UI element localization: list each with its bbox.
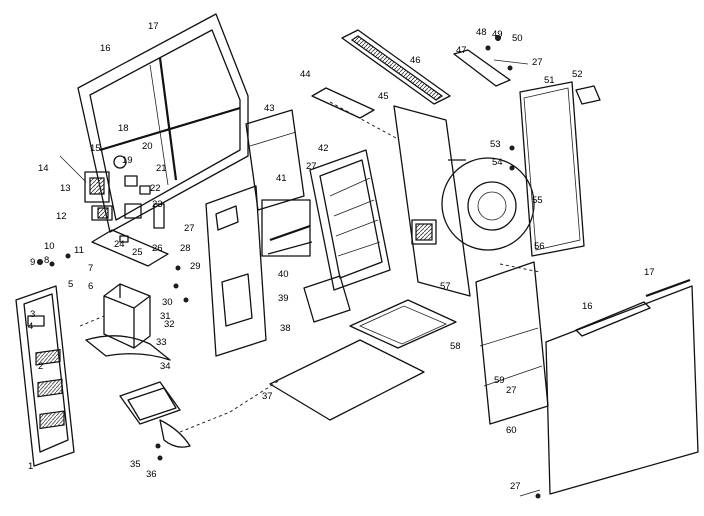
callout-15: 15 — [90, 143, 101, 154]
callout-9: 9 — [30, 257, 36, 268]
callout-39: 39 — [278, 293, 289, 304]
callout-6: 6 — [88, 281, 94, 292]
door-panel-58 — [475, 261, 549, 425]
top-cover-46 — [341, 29, 451, 105]
mounting-plate — [91, 229, 169, 267]
curved-shield — [85, 335, 171, 361]
callout-52: 52 — [572, 69, 583, 80]
front-door-60 — [545, 278, 699, 495]
callout-27-mid: 27 — [306, 161, 317, 172]
callout-30: 30 — [162, 297, 173, 308]
callout-33: 33 — [156, 337, 167, 348]
heat-shield-43 — [245, 109, 305, 211]
callout-45: 45 — [378, 91, 389, 102]
junction-box — [103, 283, 151, 349]
callout-20: 20 — [142, 141, 153, 152]
callout-43: 43 — [264, 103, 275, 114]
callout-40: 40 — [278, 269, 289, 280]
callout-5: 5 — [68, 279, 74, 290]
callout-24: 24 — [114, 239, 125, 250]
inner-panel-38 — [205, 185, 267, 357]
callout-19: 19 — [122, 155, 133, 166]
callout-48: 48 — [476, 27, 487, 38]
callout-41: 41 — [276, 173, 287, 184]
callout-28: 28 — [180, 243, 191, 254]
callout-58: 58 — [450, 341, 461, 352]
latch-52 — [575, 85, 601, 105]
callout-34: 34 — [160, 361, 171, 372]
callout-10: 10 — [44, 241, 55, 252]
blower-panel-45 — [393, 105, 471, 297]
panel-51 — [519, 81, 585, 257]
callout-2: 2 — [38, 361, 44, 372]
callout-1: 1 — [28, 461, 34, 472]
channel-44 — [311, 87, 375, 119]
callout-16: 16 — [100, 43, 111, 54]
callout-29: 29 — [190, 261, 201, 272]
callout-50: 50 — [512, 33, 523, 44]
bottom-tray — [269, 299, 457, 421]
callout-25: 25 — [132, 247, 143, 258]
callout-56: 56 — [534, 241, 545, 252]
callout-27-door: 27 — [506, 385, 517, 396]
callout-11: 11 — [74, 245, 84, 256]
callout-59: 59 — [494, 375, 505, 386]
callout-57: 57 — [440, 281, 451, 292]
callout-27-bottom: 27 — [510, 481, 521, 492]
callout-14: 14 — [38, 163, 49, 174]
callout-60: 60 — [506, 425, 517, 436]
callout-12: 12 — [56, 211, 67, 222]
front-door-panel — [15, 285, 75, 467]
heat-exchanger — [303, 149, 391, 323]
callout-21: 21 — [156, 163, 167, 174]
callout-16-right: 16 — [582, 301, 593, 312]
tube-assembly — [261, 199, 313, 257]
callout-32: 32 — [164, 319, 175, 330]
callout-17: 17 — [148, 21, 159, 32]
callout-35: 35 — [130, 459, 141, 470]
callout-18: 18 — [118, 123, 129, 134]
callout-44: 44 — [300, 69, 311, 80]
callout-38: 38 — [280, 323, 291, 334]
callout-51: 51 — [544, 75, 555, 86]
callout-23: 23 — [152, 199, 163, 210]
callout-27-top: 27 — [532, 57, 543, 68]
callout-46: 46 — [410, 55, 421, 66]
callout-54: 54 — [492, 157, 503, 168]
callout-22: 22 — [150, 183, 161, 194]
callout-13: 13 — [60, 183, 71, 194]
callout-37: 37 — [262, 391, 273, 402]
callout-42: 42 — [318, 143, 329, 154]
callout-7: 7 — [88, 263, 94, 274]
leader-lines — [79, 59, 541, 497]
callout-31: 31 — [160, 311, 171, 322]
burner-assembly — [119, 381, 191, 448]
callout-55: 55 — [532, 195, 543, 206]
callout-17-right: 17 — [644, 267, 655, 278]
fasteners — [37, 35, 541, 499]
strip-47 — [453, 49, 511, 87]
callout-8: 8 — [44, 255, 50, 266]
callout-47: 47 — [456, 45, 467, 56]
callout-36: 36 — [146, 469, 157, 480]
callout-53: 53 — [490, 139, 501, 150]
callout-4: 4 — [28, 321, 34, 332]
control-components — [59, 155, 165, 229]
callout-3: 3 — [30, 309, 36, 320]
callout-27: 27 — [184, 223, 195, 234]
callout-49: 49 — [492, 29, 503, 40]
callout-26: 26 — [152, 243, 163, 254]
blower-wheel — [441, 157, 535, 251]
